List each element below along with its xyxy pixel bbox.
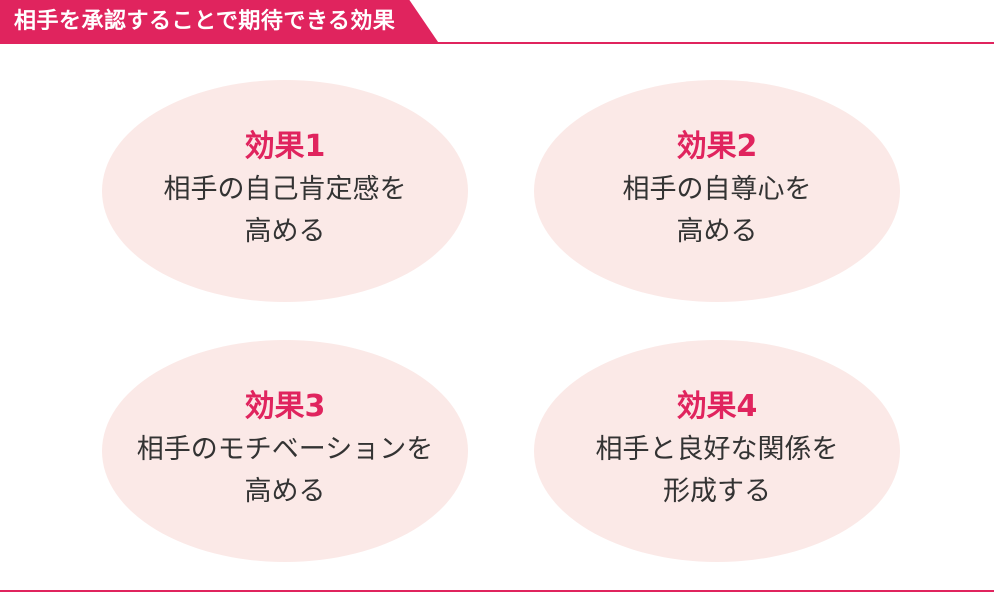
effect-description-line2: 高める [244, 216, 326, 247]
page-title-banner: 相手を承認することで期待できる効果 [0, 0, 439, 44]
effect-title: 効果1 [244, 129, 326, 165]
effect-title: 効果2 [676, 129, 758, 165]
effect-description-line1: 相手の自己肯定感を [163, 174, 407, 206]
effect-description-line2: 形成する [663, 476, 771, 507]
footer-divider [0, 590, 994, 592]
page-title: 相手を承認することで期待できる効果 [14, 9, 396, 34]
effect-card-1: 効果1 相手の自己肯定感を 高める [102, 80, 468, 302]
effect-description-line1: 相手のモチベーションを [136, 434, 434, 466]
effect-description-line1: 相手の自尊心を [622, 174, 812, 206]
effect-card-3: 効果3 相手のモチベーションを 高める [102, 340, 468, 562]
effect-title: 効果4 [676, 389, 758, 425]
effect-card-4: 効果4 相手と良好な関係を 形成する [534, 340, 900, 562]
effect-title: 効果3 [244, 389, 326, 425]
effect-description-line2: 高める [676, 216, 758, 247]
effect-card-2: 効果2 相手の自尊心を 高める [534, 80, 900, 302]
effect-description-line2: 高める [244, 476, 326, 507]
header-divider [0, 42, 994, 44]
effect-description-line1: 相手と良好な関係を [595, 434, 839, 466]
